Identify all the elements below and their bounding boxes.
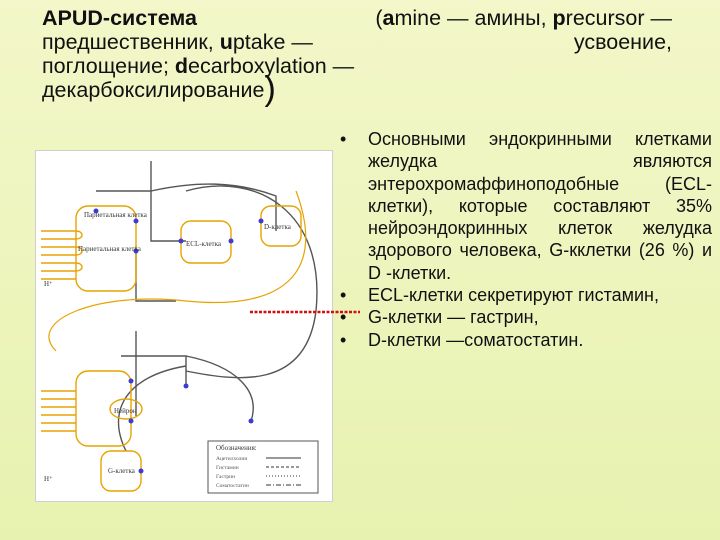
label-g-cell: G-клетка	[108, 467, 136, 475]
legend-item-4: Соматостатин	[216, 483, 249, 489]
label-neuron: Нейрон	[114, 407, 137, 415]
legend-item-1: Ацетилхолин	[216, 456, 247, 462]
nerve-fibers	[96, 161, 318, 452]
label-h-top: H⁺	[44, 280, 53, 288]
label-parietal-mid: Париетальная клетка	[78, 245, 142, 253]
bullet-item-1: Основными эндокринными клетками желудка …	[336, 128, 712, 284]
legend-title: Обозначения:	[216, 444, 257, 452]
title-line-1: APUD-система (amine — амины, precursor —	[42, 6, 672, 30]
bullet-item-4: D-клетки —соматостатин.	[336, 329, 712, 352]
legend-item-2: Гистамин	[216, 465, 239, 471]
receptor-dots	[93, 208, 264, 474]
slide-title: APUD-система (amine — амины, precursor —…	[42, 6, 672, 108]
label-d-cell: D-клетка	[264, 223, 292, 231]
bullet-item-2: ECL-клетки секретируют гистамин,	[336, 284, 712, 307]
legend-item-3: Гастрин	[216, 474, 235, 480]
legend: Обозначения: Ацетилхолин Гистамин Гастри…	[207, 440, 319, 494]
bullet-list: Основными эндокринными клетками желудка …	[336, 128, 712, 351]
parietal-cell-bottom	[41, 370, 132, 447]
title-line-2: предшественник, uptake — усвоение,	[42, 30, 672, 54]
legend-line-samples	[266, 457, 301, 486]
d-cell-right	[260, 205, 302, 247]
title-line-3: поглощение; decarboxylation —	[42, 54, 355, 78]
label-parietal-top: Париетальная клетка	[84, 211, 148, 219]
title-line-4: декарбоксилирование)	[42, 70, 276, 108]
bullet-item-3: G-клетки — гастрин,	[336, 306, 712, 329]
label-h-bottom: H⁺	[44, 475, 53, 483]
gastric-regulation-diagram: Париетальная клетка Париетальная клетка …	[35, 150, 333, 502]
circulation-loop	[48, 190, 307, 352]
diagram-svg: Париетальная клетка Париетальная клетка …	[41, 161, 319, 494]
neuron-cell	[109, 398, 143, 420]
label-ecl: ECL-клетка	[186, 240, 222, 248]
